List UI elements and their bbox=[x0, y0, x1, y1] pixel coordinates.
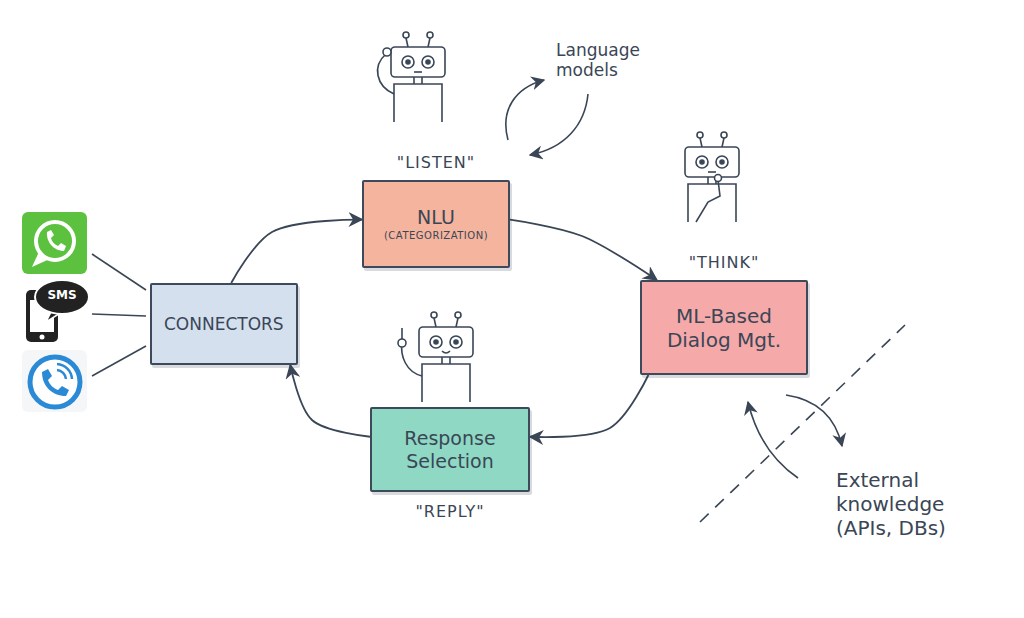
nlu-box: "LISTEN"NLU(CATEGORIZATION) bbox=[362, 180, 510, 268]
box-subtitle: (CATEGORIZATION) bbox=[384, 230, 488, 242]
flow-arrow bbox=[530, 375, 648, 437]
stage-heading: "THINK" bbox=[689, 253, 760, 272]
dialog-management-box: "THINK"ML-Based Dialog Mgt. bbox=[640, 280, 808, 375]
box-title: CONNECTORS bbox=[164, 314, 284, 334]
channel-wire bbox=[92, 314, 146, 316]
robot-figure bbox=[398, 312, 473, 402]
stage-heading: "REPLY" bbox=[415, 502, 484, 521]
whatsapp-icon bbox=[22, 212, 87, 274]
connectors-box: CONNECTORS bbox=[150, 283, 298, 365]
response-selection-box: Response Selection"REPLY" bbox=[370, 407, 530, 492]
language-models-note: Language models bbox=[556, 40, 681, 81]
external-knowledge-note: External knowledge (APIs, DBs) bbox=[836, 468, 988, 540]
channel-wire bbox=[92, 254, 146, 290]
channel-icon-text: SMS bbox=[37, 288, 87, 302]
stage-heading: "LISTEN" bbox=[397, 153, 475, 172]
box-title: NLU bbox=[417, 206, 455, 229]
external-knowledge-arrow bbox=[786, 395, 842, 446]
flow-arrow bbox=[510, 220, 657, 280]
phone-icon bbox=[22, 350, 87, 412]
sms-icon bbox=[26, 280, 89, 342]
language-model-arrow bbox=[506, 80, 544, 140]
robot-figure bbox=[378, 32, 445, 122]
channel-wire bbox=[92, 346, 146, 376]
external-knowledge-arrow bbox=[748, 402, 798, 478]
flow-arrow bbox=[290, 365, 370, 437]
robot-figure bbox=[685, 132, 739, 222]
language-model-arrow bbox=[530, 94, 588, 155]
box-title: Response Selection bbox=[388, 427, 513, 473]
flow-arrow bbox=[231, 220, 362, 283]
box-title: ML-Based Dialog Mgt. bbox=[654, 304, 794, 352]
